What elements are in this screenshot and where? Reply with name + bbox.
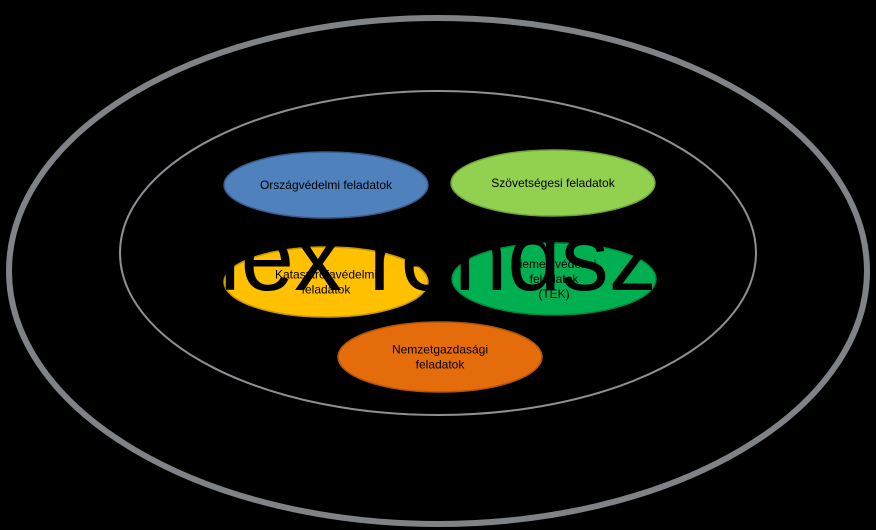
node-label-katasztrofavedelmi-1: feladatok [302, 283, 352, 297]
node-shape-katasztrofavedelmi [223, 246, 429, 318]
node-label-kiemelt-vedelmi-0: Kiemelt védelmi [512, 257, 597, 271]
node-label-szovetsegesi-0: Szövetségesi feladatok [491, 176, 615, 190]
inner-ring [119, 90, 757, 416]
node-shape-kiemelt-vedelmi [451, 242, 657, 316]
node-szovetsegesi: Szövetségesi feladatok [450, 149, 656, 217]
rings [6, 15, 870, 527]
background-title-text: plex rendsze [166, 204, 710, 311]
node-label-nemzetgazdasagi-0: Nemzetgazdasági [392, 343, 488, 357]
node-shape-orszagvedelmi [223, 151, 429, 219]
node-shape-szovetsegesi [450, 149, 656, 217]
node-label-nemzetgazdasagi-1: feladatok [416, 358, 466, 372]
node-label-orszagvedelmi-0: Országvédelmi feladatok [260, 178, 393, 192]
node-label-kiemelt-vedelmi-2: (TEK) [538, 287, 569, 301]
node-shape-nemzetgazdasagi [337, 321, 543, 393]
outer-ring [6, 15, 870, 527]
node-orszagvedelmi: Országvédelmi feladatok [223, 151, 429, 219]
node-label-katasztrofavedelmi-0: Katasztrófavédelmi [275, 268, 377, 282]
node-label-kiemelt-vedelmi-1: feladatok [530, 272, 580, 286]
task-nodes: Országvédelmi feladatok Szövetségesi fela… [223, 149, 657, 393]
